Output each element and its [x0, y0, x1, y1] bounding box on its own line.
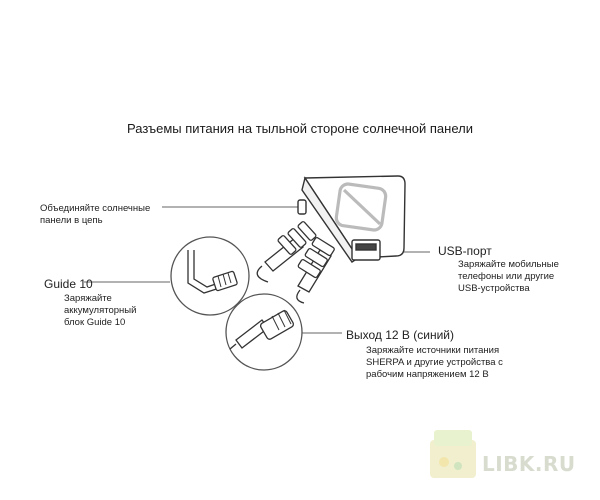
output-12v-plug-icon: [225, 293, 303, 371]
usb-description: Заряжайте мобильные телефоны или другие …: [458, 259, 559, 294]
guide10-description: Заряжайте аккумуляторный блок Guide 10: [64, 293, 137, 328]
guide10-title: Guide 10: [44, 277, 93, 291]
leader-lines: [84, 206, 430, 334]
cable-left: [256, 221, 317, 283]
logo-icon: [334, 182, 388, 232]
diagram-title: Разъемы питания на тыльной стороне солне…: [127, 121, 473, 136]
usb-title: USB-порт: [438, 244, 492, 258]
chest-icon: [430, 430, 476, 478]
watermark-text: LIBK.RU: [482, 452, 576, 476]
chain-port-icon: [297, 199, 307, 215]
cable-right: [296, 237, 335, 304]
guide10-plug-icon: [170, 236, 250, 316]
junction-box: [297, 175, 406, 263]
output-12v-description: Заряжайте источники питания SHERPA и дру…: [366, 345, 503, 380]
chain-label: Объединяйте солнечные панели в цепь: [40, 203, 151, 226]
output-12v-title: Выход 12 В (синий): [346, 328, 454, 342]
